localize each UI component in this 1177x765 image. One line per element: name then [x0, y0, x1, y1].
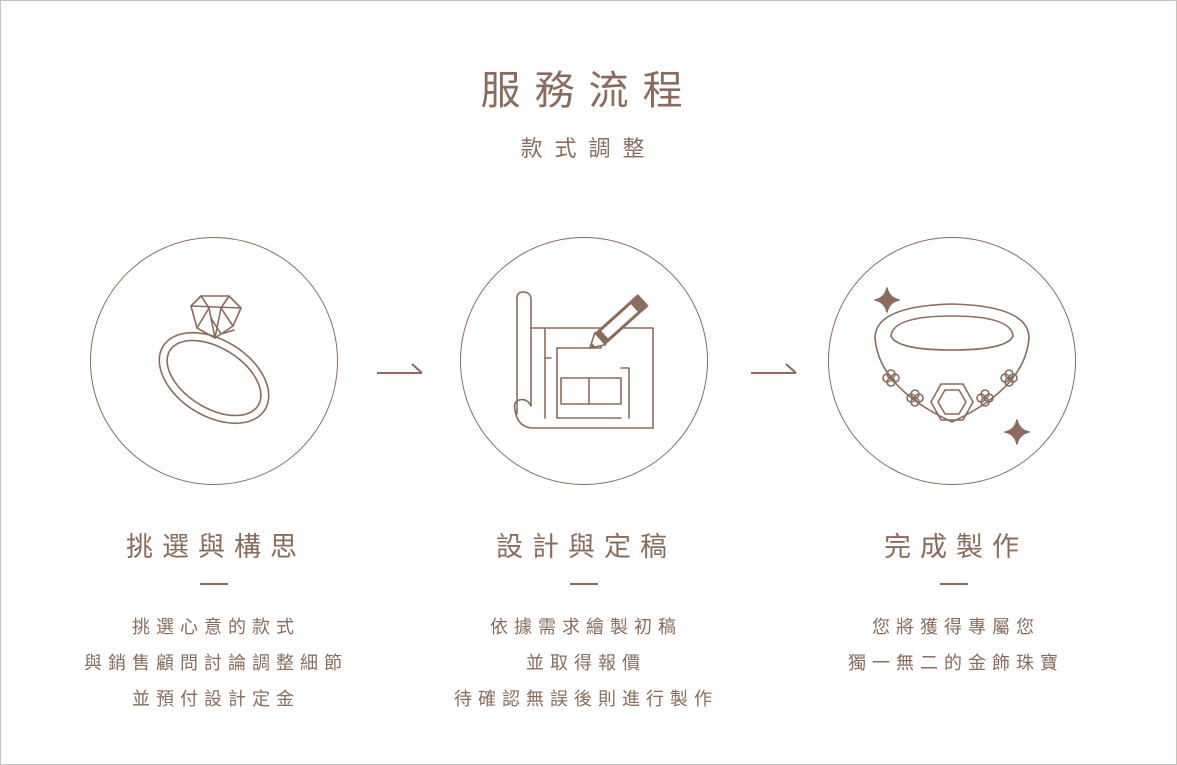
step-1-desc-line: 挑選心意的款式: [132, 617, 300, 638]
page-title: 服務流程: [480, 68, 697, 114]
ring-icon: [158, 295, 270, 425]
step-1-title: 挑選與構思: [126, 532, 306, 563]
step-3-description: 您將獲得專屬您 獨一無二的金飾珠寶: [786, 610, 1126, 682]
step-1-divider: [200, 583, 228, 585]
arrow-right-icon: [751, 363, 797, 374]
step-1-description: 挑選心意的款式 與銷售顧問討論調整細節 並預付設計定金: [46, 610, 386, 718]
step-3-title: 完成製作: [884, 532, 1028, 563]
finished-ring-icon: [874, 287, 1030, 445]
step-2-desc-line: 並取得報價: [526, 653, 646, 674]
step-3-desc-line: 獨一無二的金飾珠寶: [848, 653, 1064, 674]
blueprint-pencil-icon: [513, 291, 654, 429]
step-2-title: 設計與定稿: [496, 532, 676, 563]
step-1-desc-line: 與銷售顧問討論調整細節: [84, 653, 348, 674]
step-3-divider: [940, 583, 968, 585]
step-1-circle: [90, 237, 338, 485]
page-subtitle: 款式調整: [520, 137, 657, 162]
step-2-circle: [460, 237, 708, 485]
step-1-desc-line: 並預付設計定金: [132, 689, 300, 710]
step-2-description: 依據需求繪製初稿 並取得報價 待確認無誤後則進行製作: [416, 610, 756, 718]
step-2-divider: [570, 583, 598, 585]
step-2-desc-line: 依據需求繪製初稿: [490, 617, 682, 638]
step-2-desc-line: 待確認無誤後則進行製作: [454, 689, 718, 710]
step-3-circle: [828, 237, 1076, 485]
arrow-right-icon: [377, 363, 423, 374]
step-3-desc-line: 您將獲得專屬您: [872, 617, 1040, 638]
